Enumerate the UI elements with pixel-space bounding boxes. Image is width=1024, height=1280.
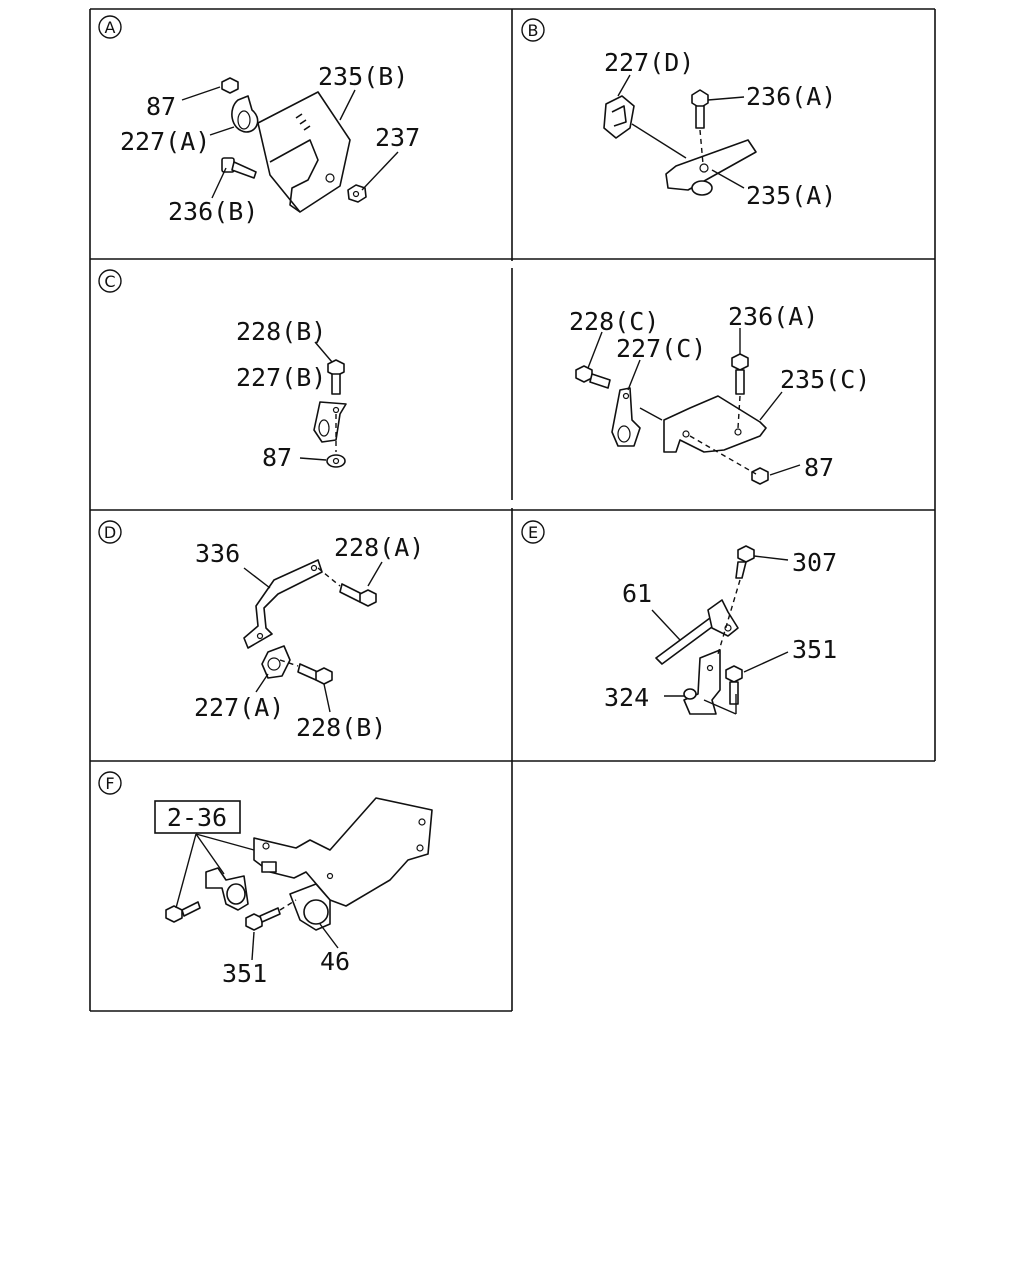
label-228b-d: 228(B) (296, 713, 386, 742)
clip-227a (231, 95, 259, 133)
clip-227a-d (261, 645, 291, 679)
clip-227c (611, 387, 641, 447)
label-227c: 227(C) (616, 334, 706, 363)
bolt-351-f (245, 907, 281, 931)
nut-87 (221, 77, 239, 94)
label-351-e: 351 (792, 635, 837, 664)
label-236a-c2: 236(A) (728, 302, 818, 331)
bolt-307 (735, 545, 755, 579)
panel-b: B 227(D) 236(A) 235(A) (521, 18, 836, 210)
panel-f-marker-letter: F (105, 774, 114, 793)
panel-d-marker-letter: D (104, 523, 116, 542)
panel-c: C 228(B) 227(B) 87 (98, 269, 347, 472)
label-235b: 235(B) (318, 62, 408, 91)
panel-a-marker (98, 15, 122, 39)
rod-61 (655, 599, 739, 665)
clip-227b (313, 401, 347, 443)
label-46: 46 (320, 947, 350, 976)
nut-237 (347, 184, 367, 203)
panel-f: F 2-36 (98, 771, 433, 988)
bolt-236b (221, 157, 257, 179)
label-227a: 227(A) (120, 127, 210, 156)
bolt-228b-d (297, 663, 333, 685)
label-324: 324 (604, 683, 649, 712)
panel-a: A 87 227 (98, 15, 420, 226)
panel-c2: 228(C) 227(C) 236(A) 235(C) 87 (569, 302, 870, 485)
label-228c: 228(C) (569, 307, 659, 336)
label-336: 336 (195, 539, 240, 568)
label-236a: 236(A) (746, 82, 836, 111)
label-236b: 236(B) (168, 197, 258, 226)
panel-e: E 307 61 351 324 (521, 520, 837, 715)
panel-e-marker-letter: E (528, 523, 538, 542)
clip-f-left (205, 867, 249, 911)
label-235c: 235(C) (780, 365, 870, 394)
bolt-351-e (725, 665, 743, 705)
clip-46 (289, 883, 331, 931)
bracket-f (253, 797, 433, 907)
label-228a: 228(A) (334, 533, 424, 562)
label-87: 87 (146, 92, 176, 121)
label-307: 307 (792, 548, 837, 577)
label-228b: 228(B) (236, 317, 326, 346)
bolt-228a (339, 583, 377, 607)
bracket-336 (243, 559, 323, 649)
bracket-235c (663, 395, 767, 453)
panel-d: D 336 228(A) 227(A) 228(B) (98, 520, 424, 742)
label-87-c2: 87 (804, 453, 834, 482)
label-227b: 227(B) (236, 363, 326, 392)
clip-227d (603, 95, 635, 139)
label-227a-d: 227(A) (194, 693, 284, 722)
label-351-f: 351 (222, 959, 267, 988)
nut-87-c2 (751, 467, 769, 485)
bolt-f-left (165, 901, 201, 923)
label-237: 237 (375, 123, 420, 152)
label-235a: 235(A) (746, 181, 836, 210)
panel-d-marker (98, 520, 122, 544)
bolt-236a-c2 (731, 353, 749, 395)
ref-box (154, 800, 241, 834)
panel-b-marker (521, 18, 545, 42)
panel-c-marker-letter: C (104, 272, 115, 291)
panel-f-marker (98, 771, 122, 795)
panel-a-marker-letter: A (105, 18, 116, 37)
panel-e-marker (521, 520, 545, 544)
bolt-228b (327, 359, 345, 395)
label-227d: 227(D) (604, 48, 694, 77)
nut-87-c (326, 454, 346, 468)
panel-frame (89, 8, 936, 1012)
ref-box-label: 2-36 (167, 803, 227, 832)
bracket-235b (257, 91, 351, 213)
bolt-228c (575, 365, 611, 389)
bracket-235a (665, 139, 757, 196)
bolt-236a (691, 89, 709, 129)
label-61: 61 (622, 579, 652, 608)
bracket-324 (683, 649, 721, 715)
panel-b-marker-letter: B (528, 21, 539, 40)
label-87-c: 87 (262, 443, 292, 472)
panel-c-marker (98, 269, 122, 293)
